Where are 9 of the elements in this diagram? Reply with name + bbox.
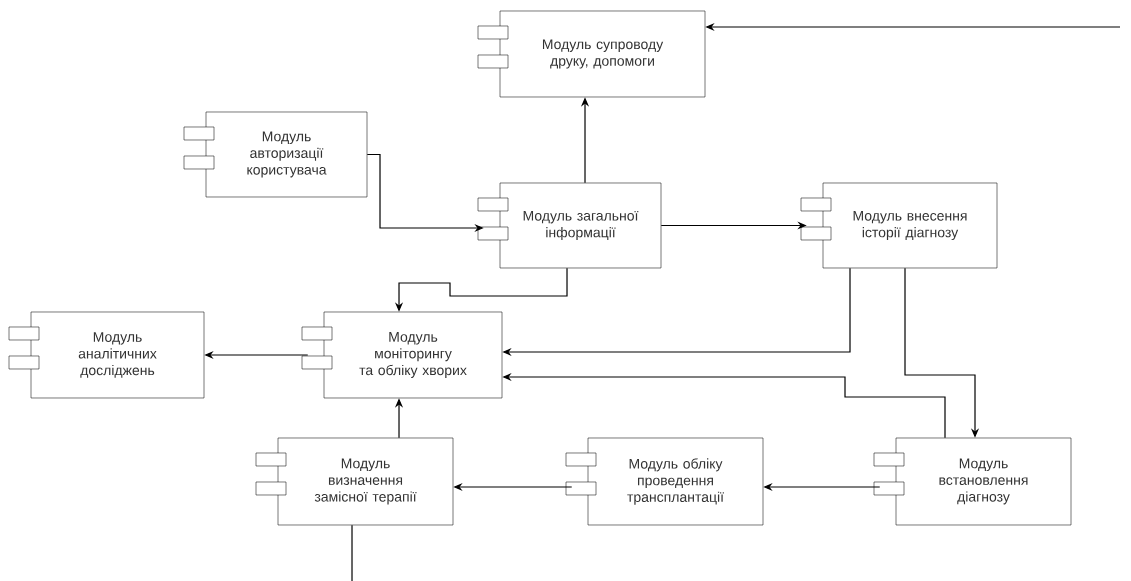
component-box: Модуль моніторингу та обліку хворих — [301, 311, 503, 399]
component-box: Модуль авторизації користувача — [183, 111, 368, 198]
component-box: Модуль аналітичних досліджень — [8, 311, 205, 399]
component-box: Модуль загальної інформації — [477, 182, 662, 269]
component-box: Модуль обліку проведення трансплантації — [565, 437, 764, 526]
component-box: Модуль визначення замісної терапії — [255, 437, 454, 526]
component-box: Модуль супроводу друку, допомоги — [477, 10, 706, 98]
component-box: Модуль встановлення діагнозу — [873, 437, 1072, 526]
component-box: Модуль внесення історії діагнозу — [800, 182, 998, 269]
